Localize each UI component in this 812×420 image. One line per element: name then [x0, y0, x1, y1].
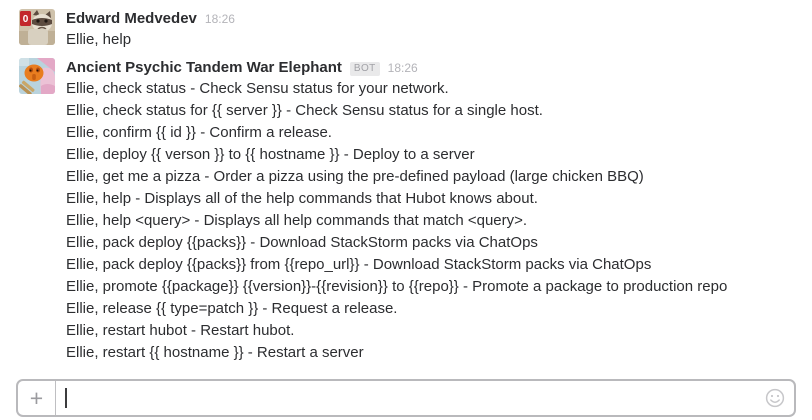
message-composer: + — [16, 379, 796, 417]
smiley-emoji-icon — [765, 388, 785, 408]
message-text: Ellie, restart {{ hostname }} - Restart … — [66, 344, 364, 361]
text-caret — [65, 388, 67, 408]
message-content: Edward Medvedev 18:26 Ellie, help — [66, 9, 235, 51]
message-text: Ellie, help — [66, 31, 132, 48]
message-text: Ellie, promote {{package}} {{version}}-{… — [66, 278, 728, 295]
message-text: Ellie, get me a pizza - Order a pizza us… — [66, 168, 644, 185]
message-header: Ancient Psychic Tandem War Elephant BOT … — [66, 58, 727, 78]
message-input[interactable] — [56, 381, 756, 415]
bot-badge: BOT — [349, 62, 380, 76]
message: Ancient Psychic Tandem War Elephant BOT … — [19, 58, 804, 364]
message-text: Ellie, confirm {{ id }} - Confirm a rele… — [66, 124, 332, 141]
message-text: Ellie, pack deploy {{packs}} - Download … — [66, 234, 538, 251]
bot-avatar[interactable] — [19, 58, 55, 94]
message-text: Ellie, pack deploy {{packs}} from {{repo… — [66, 256, 652, 273]
message-timestamp[interactable]: 18:26 — [387, 61, 418, 75]
message-text: Ellie, help - Displays all of the help c… — [66, 190, 538, 207]
message-header: Edward Medvedev 18:26 — [66, 9, 235, 29]
message: 0 Edward Medvedev 18:26 Ellie, help — [19, 9, 804, 51]
message-text: Ellie, check status - Check Sensu status… — [66, 80, 449, 97]
message-text: Ellie, check status for {{ server }} - C… — [66, 102, 543, 119]
grumpy-cat-avatar-image: 0 — [19, 9, 55, 45]
author-name[interactable]: Edward Medvedev — [66, 10, 197, 27]
user-avatar[interactable]: 0 — [19, 9, 55, 45]
emoji-picker-button[interactable] — [756, 381, 794, 415]
svg-text:0: 0 — [23, 14, 29, 25]
message-text: Ellie, release {{ type=patch }} - Reques… — [66, 300, 398, 317]
plus-icon: + — [29, 384, 44, 411]
message-timestamp[interactable]: 18:26 — [204, 12, 235, 26]
message-text: Ellie, deploy {{ verson }} to {{ hostnam… — [66, 146, 475, 163]
message-text: Ellie, help <query> - Displays all help … — [66, 212, 528, 229]
message-list: 0 Edward Medvedev 18:26 Ellie, help — [19, 9, 804, 364]
elephant-bot-avatar-image — [19, 58, 55, 94]
message-text: Ellie, restart hubot - Restart hubot. — [66, 322, 295, 339]
attach-plus-button[interactable]: + — [18, 381, 56, 415]
message-content: Ancient Psychic Tandem War Elephant BOT … — [66, 58, 727, 364]
author-name[interactable]: Ancient Psychic Tandem War Elephant — [66, 59, 342, 76]
